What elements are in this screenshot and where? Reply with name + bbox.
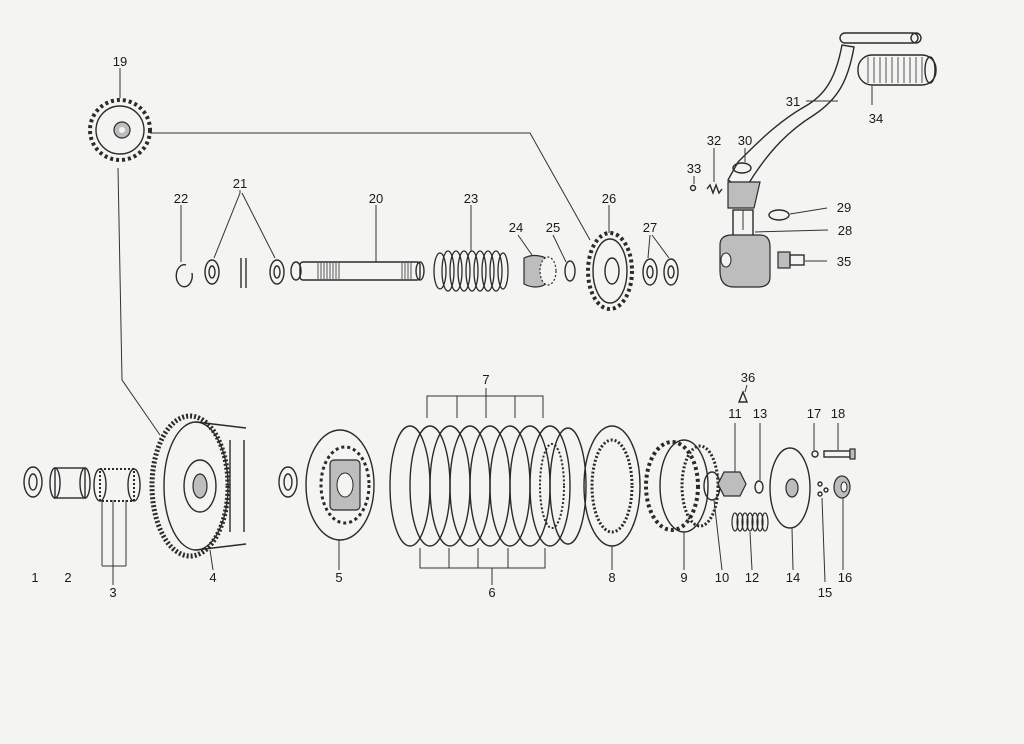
callout-10: 10 (715, 570, 729, 585)
callout-19: 19 (113, 54, 127, 69)
o-ring (768, 209, 790, 221)
callout-30: 30 (738, 133, 752, 148)
callout-29: 29 (837, 200, 851, 215)
callout-15: 15 (818, 585, 832, 600)
callout-32: 32 (707, 133, 721, 148)
pressure-disc (583, 425, 641, 547)
leader-lines (101, 68, 873, 585)
callout-31: 31 (786, 94, 800, 109)
callout-2: 2 (64, 570, 71, 585)
callout-12: 12 (745, 570, 759, 585)
callout-35: 35 (837, 254, 851, 269)
pressure-plate-gear (644, 439, 721, 533)
circlip (175, 264, 193, 288)
clutch-basket (149, 413, 247, 559)
bushing (49, 467, 91, 499)
callout-27: 27 (643, 220, 657, 235)
thrust-washers (642, 258, 679, 286)
detent-spring (706, 183, 723, 195)
callout-28: 28 (838, 223, 852, 238)
callout-36: 36 (741, 370, 755, 385)
callout-34: 34 (869, 111, 883, 126)
washer-left (23, 466, 43, 498)
callout-11: 11 (728, 406, 742, 421)
spring-clip (732, 162, 752, 174)
gear-link-line (150, 132, 591, 241)
callout-4: 4 (209, 570, 216, 585)
inner-hub (305, 429, 375, 541)
kick-gear (586, 231, 634, 311)
callout-25: 25 (546, 220, 560, 235)
idler-gear (88, 98, 152, 162)
needle-bearing (93, 468, 141, 502)
plate-stack (389, 425, 587, 547)
callout-7: 7 (482, 372, 489, 387)
kick-shaft (290, 261, 425, 281)
washer-right (278, 466, 298, 498)
basket-link-line (117, 167, 161, 436)
callout-23: 23 (464, 191, 478, 206)
clutch-springs (731, 512, 769, 532)
callout-22: 22 (174, 191, 188, 206)
nut (717, 471, 747, 497)
callout-18: 18 (831, 406, 845, 421)
callout-21: 21 (233, 176, 247, 191)
callout-1: 1 (31, 570, 38, 585)
kick-lever (727, 32, 922, 209)
callout-20: 20 (369, 191, 383, 206)
callout-16: 16 (838, 570, 852, 585)
callout-33: 33 (687, 161, 701, 176)
detent-ball (689, 184, 697, 192)
callout-14: 14 (786, 570, 800, 585)
kick-boss (719, 209, 771, 288)
bolt (823, 448, 856, 460)
callout-6: 6 (488, 585, 495, 600)
callout-3: 3 (109, 585, 116, 600)
return-spring (433, 250, 509, 292)
clip (817, 481, 829, 497)
callout-17: 17 (807, 406, 821, 421)
adjuster-nut (833, 475, 851, 499)
callout-13: 13 (753, 406, 767, 421)
small-nut (811, 450, 819, 458)
ratchet (523, 254, 557, 288)
callout-26: 26 (602, 191, 616, 206)
shims (204, 258, 285, 288)
ratchet-washer (564, 260, 576, 282)
callout-5: 5 (335, 570, 342, 585)
clamp-bolt (777, 251, 805, 269)
callout-9: 9 (680, 570, 687, 585)
callout-24: 24 (509, 220, 523, 235)
small-washer (754, 480, 764, 494)
callout-8: 8 (608, 570, 615, 585)
rubber-grip (857, 54, 937, 86)
spring-plate (769, 447, 811, 529)
lock-tab (737, 390, 749, 403)
